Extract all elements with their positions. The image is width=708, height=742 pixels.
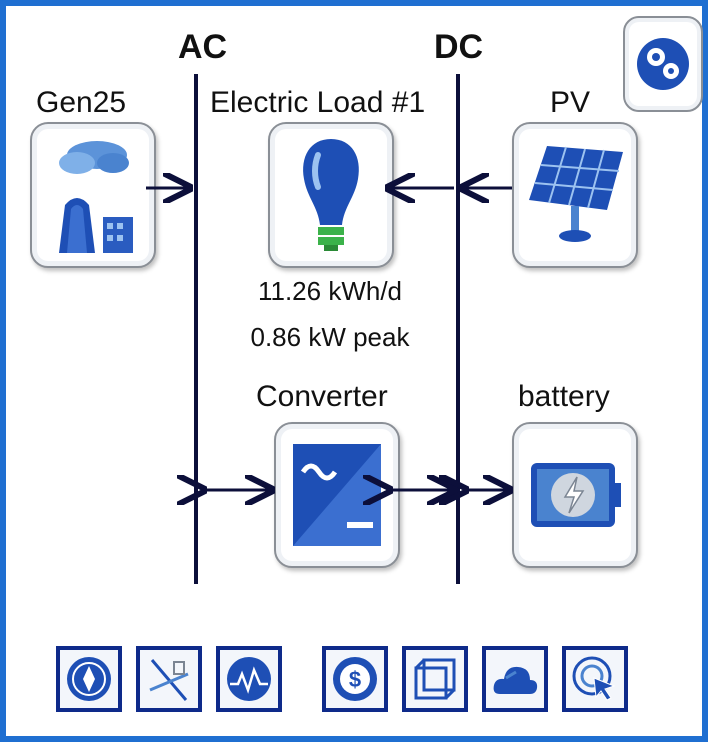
gen-component[interactable] bbox=[30, 122, 156, 268]
toolbar-button-cloud[interactable] bbox=[482, 646, 548, 712]
pv-component[interactable] bbox=[512, 122, 638, 268]
pv-label: PV bbox=[550, 86, 591, 119]
ac-bus-label: AC bbox=[178, 28, 228, 66]
waveform-icon bbox=[224, 654, 274, 704]
load-component[interactable] bbox=[268, 122, 394, 268]
toolbar-button-wind[interactable] bbox=[136, 646, 202, 712]
toolbar-button-waveform[interactable] bbox=[216, 646, 282, 712]
load-energy-value: 11.26 kWh/d bbox=[257, 276, 403, 306]
gear-icon bbox=[634, 35, 692, 93]
svg-text:$: $ bbox=[349, 667, 361, 692]
compass-icon bbox=[64, 654, 114, 704]
dc-bus-line[interactable] bbox=[456, 74, 460, 584]
battery-label: battery bbox=[518, 380, 610, 413]
lightbulb-icon bbox=[296, 135, 366, 255]
gen-label: Gen25 bbox=[36, 86, 127, 119]
cloud-icon bbox=[490, 654, 540, 704]
converter-icon bbox=[291, 442, 383, 548]
wind-turbine-icon bbox=[144, 654, 194, 704]
converter-component[interactable] bbox=[274, 422, 400, 568]
settings-button[interactable] bbox=[623, 16, 703, 112]
battery-component[interactable] bbox=[512, 422, 638, 568]
toolbar-button-select[interactable] bbox=[562, 646, 628, 712]
dc-bus-label: DC bbox=[434, 28, 484, 66]
battery-icon bbox=[527, 455, 623, 535]
solar-panel-icon bbox=[525, 140, 625, 250]
toolbar-button-cost[interactable]: $ bbox=[322, 646, 388, 712]
ac-bus-line[interactable] bbox=[194, 74, 198, 584]
cursor-select-icon bbox=[570, 654, 620, 704]
box-icon bbox=[410, 654, 460, 704]
load-label: Electric Load #1 bbox=[210, 86, 426, 119]
power-plant-icon bbox=[47, 135, 139, 255]
dollar-icon: $ bbox=[330, 654, 380, 704]
toolbar-button-compass[interactable] bbox=[56, 646, 122, 712]
load-peak-value: 0.86 kW peak bbox=[250, 322, 410, 352]
converter-label: Converter bbox=[256, 380, 388, 413]
toolbar-button-box[interactable] bbox=[402, 646, 468, 712]
